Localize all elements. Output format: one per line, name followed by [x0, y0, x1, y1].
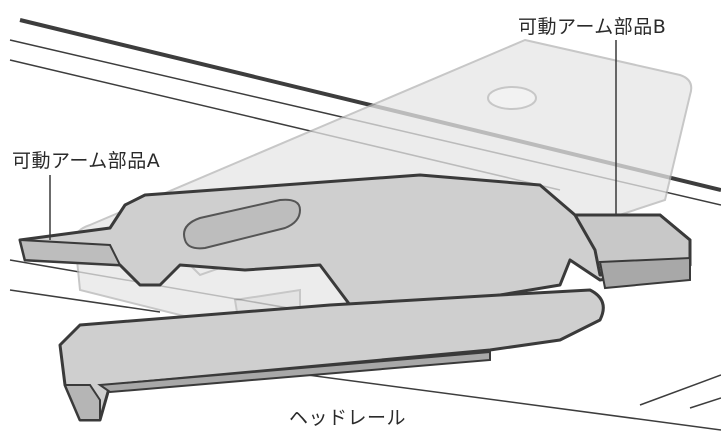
label-head-rail: ヘッドレール: [289, 407, 407, 429]
mounting-hole-b: [487, 86, 537, 110]
leader-lines: [49, 40, 617, 240]
label-arm-part-a: 可動アーム部品A: [12, 150, 161, 172]
arm-part-a: [18, 173, 692, 422]
label-arm-part-b: 可動アーム部品B: [518, 16, 667, 38]
